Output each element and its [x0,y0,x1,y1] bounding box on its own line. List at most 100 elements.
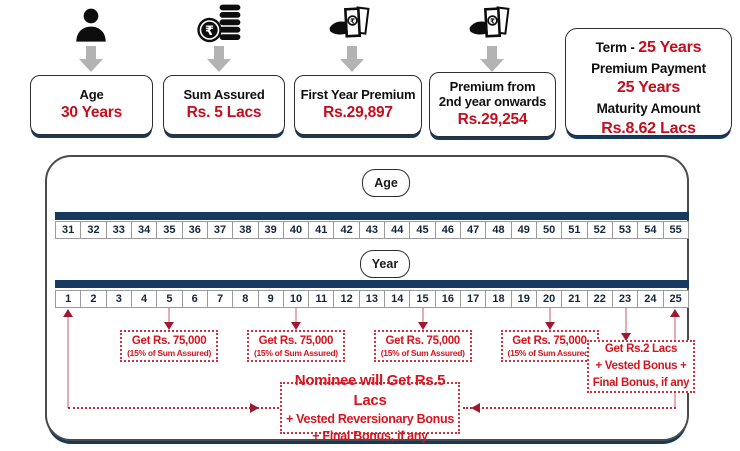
age-cell: 38 [233,221,259,239]
age-cell: 32 [81,221,107,239]
maturity-benefit-note: Get Rs.2 Lacs + Vested Bonus + Final Bon… [587,340,695,393]
premium-payment-value: 25 Years [616,79,681,97]
year-cell: 24 [638,290,664,308]
sum-assured-value: Rs. 5 Lacs [186,103,262,121]
age-cell: 45 [410,221,436,239]
age-cell: 49 [511,221,537,239]
age-cell: 53 [612,221,639,239]
year-cell: 23 [612,290,639,308]
year1-up-arrow-icon [63,309,73,317]
payout-note-year-20: Get Rs. 75,000(15% of Sum Assured) [500,330,599,362]
year25-up-arrow-icon [670,309,680,317]
year15-down-arrow-icon [417,322,428,330]
term-label: Term - [595,40,635,55]
year-cell: 11 [309,290,335,308]
age-cell: 35 [157,221,183,239]
maturity-note-line3: Final Bonus, if any [592,377,690,390]
age-axis-bar [55,212,689,220]
year1-connector-line [67,317,69,408]
age-cell: 54 [638,221,664,239]
nominee-note-line3: + Final Bonus, if any [312,429,428,444]
sum-assured-label: Sum Assured [183,87,265,102]
age-cell: 47 [461,221,487,239]
svg-text:₹: ₹ [350,17,355,25]
year-axis-label: Year [371,257,399,271]
year-cell: 14 [385,290,411,308]
down-arrow-icon [480,46,504,72]
maturity-note-line2: + Vested Bonus + [595,359,687,372]
year-cell: 9 [258,290,284,308]
age-cell: 40 [283,221,310,239]
first-year-premium-label: First Year Premium [300,87,416,102]
payout-amount: Get Rs. 75,000 [385,334,460,347]
age-cell: 39 [258,221,284,239]
year-cell: 3 [106,290,132,308]
plan-summary-box: Term - 25 Years Premium Payment 25 Years… [565,28,732,137]
nominee-right-dashed-line [463,407,676,409]
nominee-left-arrow-icon [250,403,259,413]
year5-down-arrow-icon [164,322,175,330]
year-axis-pill: Year [360,250,410,278]
year15-connector-line [421,308,424,323]
payout-amount: Get Rs. 75,000 [258,334,334,347]
renewal-premium-label: Premium from 2nd year onwards [438,78,547,110]
payout-note-year-15: Get Rs. 75,000(15% of Sum Assured) [373,330,472,362]
first-year-premium-info-box: First Year Premium Rs.29,897 [294,75,422,135]
age-cell: 31 [55,221,82,239]
term-value: 25 Years [638,39,702,56]
age-cell: 33 [106,221,132,239]
age-cell: 37 [207,221,234,239]
year-cell: 10 [283,290,310,308]
payout-note-year-5: Get Rs. 75,000(15% of Sum Assured) [120,330,219,362]
age-cell: 42 [334,221,360,239]
year-cell: 19 [511,290,537,308]
sum-assured-info-box: Sum Assured Rs. 5 Lacs [163,75,285,135]
payout-percent: (15% of Sum Assured) [253,347,338,358]
age-info-box: Age 30 Years [30,75,153,135]
age-axis-pill: Age [362,169,410,197]
payout-note-year-10: Get Rs. 75,000(15% of Sum Assured) [246,330,345,362]
payout-percent: (15% of Sum Assured) [507,347,592,358]
renewal-premium-info-box: Premium from 2nd year onwards Rs.29,254 [429,72,556,137]
year-cell: 4 [131,290,158,308]
down-arrow-icon [340,46,364,72]
year-cell: 2 [81,290,107,308]
age-cell: 55 [663,221,689,239]
nominee-left-dashed-line [68,407,279,409]
year20-connector-line [548,308,551,323]
year-cell: 20 [536,290,563,308]
age-axis-label: Age [374,176,398,190]
year10-connector-line [294,308,297,323]
age-cell: 50 [536,221,563,239]
year-cell: 5 [157,290,183,308]
nominee-note-line1: Nominee will Get Rs.5 Lacs [294,371,446,410]
hand-money-icon: ₹ [469,6,515,44]
year5-connector-line [168,308,171,323]
maturity-note-line1: Get Rs.2 Lacs [604,342,678,355]
year-cell: 12 [334,290,360,308]
year-cell: 22 [587,290,613,308]
down-arrow-icon [207,46,231,72]
age-cell: 51 [562,221,588,239]
premium-payment-label: Premium Payment [591,60,706,76]
first-year-premium-value: Rs.29,897 [323,103,393,121]
age-cell: 43 [359,221,386,239]
year23-connector-line [625,308,627,333]
year-cell: 1 [55,290,82,308]
payout-percent: (15% of Sum Assured) [127,347,212,358]
age-cell: 34 [131,221,158,239]
nominee-note-line2: + Vested Reversionary Bonus [285,412,455,427]
year23-down-arrow-icon [621,333,631,341]
year20-down-arrow-icon [544,322,555,330]
year-cell: 13 [359,290,386,308]
payout-amount: Get Rs. 75,000 [131,334,207,347]
age-label: Age [79,87,104,102]
payout-percent: (15% of Sum Assured) [380,347,465,358]
year10-down-arrow-icon [290,322,301,330]
person-icon [69,5,113,45]
year-cell: 15 [410,290,436,308]
